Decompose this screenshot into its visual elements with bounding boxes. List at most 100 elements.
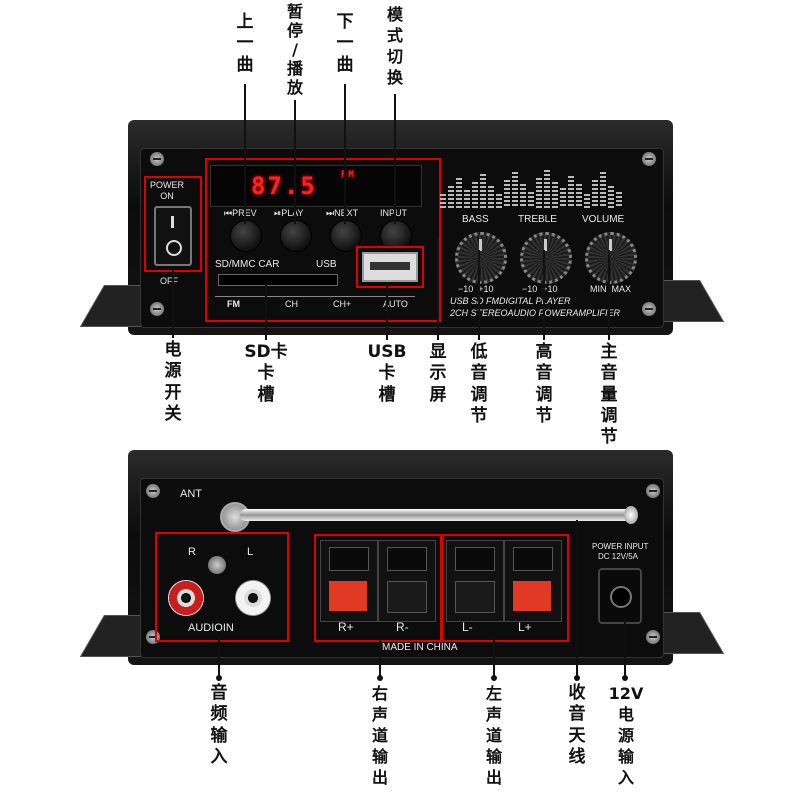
leader-dot [377,675,383,681]
audio-r-label: R [188,546,196,558]
leader-line [265,284,267,340]
callout-display: 显 示 屏 [429,342,447,405]
callout-sd-slot: SD卡 卡 槽 [244,342,288,405]
leader-dot [216,675,222,681]
callout-treble: 高 音 调 节 [535,342,553,426]
antenna-tip [624,506,638,524]
speaker-terminal-l-minus[interactable] [446,540,504,622]
screw-icon [642,152,656,166]
callout-play-pause: 暂 停 / 播 放 [286,2,303,97]
speaker-label-r-plus: R+ [338,620,354,634]
screw-icon [646,630,660,644]
treble-range: −10 +10 [522,284,558,294]
leader-line [379,638,381,680]
leader-line [344,84,346,224]
button-label-play: ⏯PLAY [274,208,304,218]
power-on-label: POWER ON [150,180,185,201]
leader-line [386,284,388,340]
audio-in-label: AUDIOIN [188,622,234,634]
audio-l-label: L [247,546,254,558]
speaker-label-l-plus: L+ [518,620,532,634]
button-label-next: ⏭NEXT [326,208,359,218]
brand-line-1: USB SD FMDIGITAL PLAYER [450,296,571,306]
mode-strip: FM CH CH+ AUTO [215,296,415,311]
screw-icon [150,302,164,316]
callout-box-display [205,158,441,322]
callout-box-right-channel [314,534,443,642]
callout-power-switch: 电 源 开 关 [164,340,182,424]
speaker-terminal-r-plus[interactable] [320,540,378,622]
made-in-label: MADE IN CHINA [382,642,458,653]
power-input-label-2: DC 12V/5A [598,552,639,561]
power-switch[interactable] [154,206,192,266]
ant-label: ANT [180,488,202,500]
play-pause-button[interactable] [280,220,312,252]
leader-line [244,84,246,224]
callout-right-output: 右 声 道 输 出 [371,684,388,787]
prev-button[interactable] [230,220,262,252]
callout-usb-slot: USB 卡 槽 [367,342,407,405]
volume-knob[interactable] [585,232,637,284]
leader-line [172,268,174,338]
screw-icon [646,484,660,498]
usb-port[interactable] [362,252,418,282]
audio-screw [208,556,226,574]
callout-box-left-channel [440,534,569,642]
leader-line [437,238,439,340]
telescopic-antenna[interactable] [240,509,635,521]
callout-bass: 低 音 调 节 [470,342,488,426]
leader-line [543,250,545,340]
leader-line [478,250,480,340]
knob-label-bass: BASS [462,214,489,225]
display-digits: 87.5 [251,172,317,200]
knob-label-volume: VOLUME [582,214,625,225]
treble-knob[interactable] [520,232,572,284]
leader-line [294,100,296,224]
leader-line [394,94,396,224]
leader-line [576,520,578,680]
leader-dot [574,675,580,681]
mode-label-auto: AUTO [383,299,408,309]
speaker-label-l-minus: L- [462,620,473,634]
rca-right-input[interactable] [168,580,204,616]
sd-card-slot[interactable] [218,274,338,286]
callout-audio-input: 音 频 输 入 [210,683,228,767]
leader-dot [622,675,628,681]
callout-next-track: 下 一 曲 [336,12,354,75]
button-label-prev: ⏮PREV [224,208,257,218]
rca-left-input[interactable] [235,580,271,616]
leader-line [608,250,610,340]
volume-range: MIN MAX [590,284,632,294]
knob-label-treble: TREBLE [518,214,557,225]
brand-line-2: 2CH STEREOAUDIO POWERAMPLIFIER [450,308,621,318]
mode-label-fm: FM [227,299,240,309]
usb-label: USB [316,259,337,270]
screw-icon [146,484,160,498]
button-label-input: INPUT [380,208,407,218]
leader-line [624,620,626,680]
leader-line [218,638,220,680]
spectrum-graphic [440,168,622,208]
speaker-terminal-l-plus[interactable] [504,540,562,622]
callout-12v-power: 12V 电 源 输 入 [608,684,644,787]
power-switch-area: POWER ON OFF [146,178,198,288]
leader-dot [491,675,497,681]
callout-box-audio-in [155,532,289,642]
power-off-label: OFF [160,276,178,286]
speaker-terminal-r-minus[interactable] [378,540,436,622]
leader-line [493,638,495,680]
dc-power-jack[interactable] [598,568,642,624]
callout-box-usb [356,246,424,288]
callout-antenna: 收 音 天 线 [568,683,586,767]
speaker-label-r-minus: R- [396,620,409,634]
bass-range: −10 +10 [458,284,494,294]
bass-knob[interactable] [455,232,507,284]
sd-slot-label: SD/MMC CAR [215,259,280,270]
callout-mode-switch: 模 式 切 换 [386,5,403,87]
callout-left-output: 左 声 道 输 出 [485,684,502,787]
display-unit: FM [341,170,356,180]
callout-box-power-switch [144,176,202,272]
mode-label-chplus: CH+ [333,299,352,309]
screw-icon [150,152,164,166]
screw-icon [642,302,656,316]
